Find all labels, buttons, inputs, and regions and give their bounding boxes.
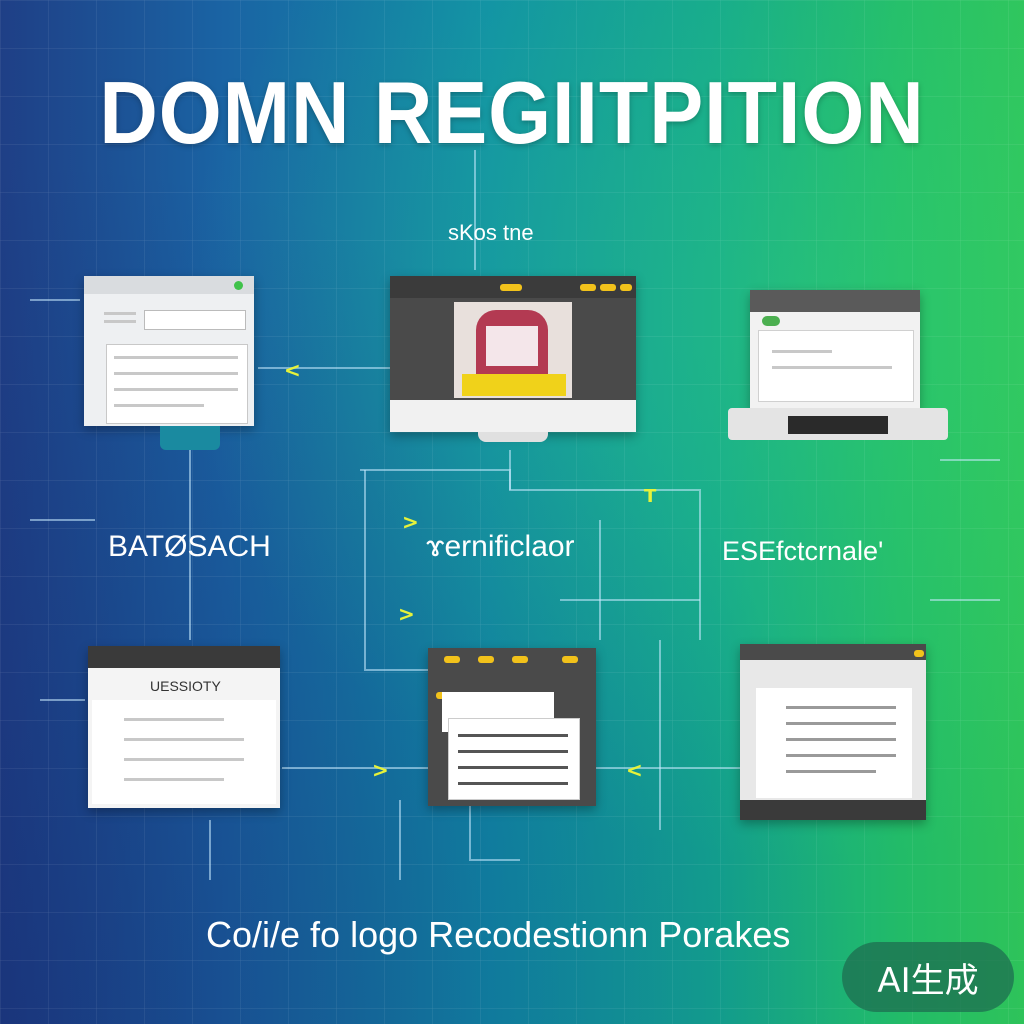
laptop-base <box>728 408 948 440</box>
document-window-bottom-left: UESSIOTY <box>88 646 280 808</box>
label-middle: ɤernificlaor <box>426 530 575 563</box>
server-base <box>160 426 220 450</box>
toggle-icon <box>762 316 780 326</box>
arrow-icon: > <box>372 758 389 782</box>
arrow-icon: > <box>402 510 419 534</box>
footer-caption: Co/i/e fo logo Recodestionn Porakes <box>206 914 791 955</box>
window-titlebar <box>84 276 254 294</box>
page-title: DOMN REGIITPITION <box>99 63 925 162</box>
ai-generated-badge: AI生成 <box>842 942 1014 1012</box>
arrow-icon: < <box>626 758 643 782</box>
document-window-bottom-right <box>740 644 926 820</box>
status-dot-icon <box>234 281 243 290</box>
label-left: BATØSACH <box>108 530 271 563</box>
label-right: ESEfctcrnale' <box>722 536 884 566</box>
panel-heading: UESSIOTY <box>150 678 221 694</box>
editor-window-bottom-middle <box>428 648 596 806</box>
monitor-top-middle <box>390 276 636 432</box>
arrow-icon: T <box>644 486 657 507</box>
subtitle: sKos tne <box>448 220 534 245</box>
arrow-icon: > <box>398 602 415 626</box>
laptop-top-right <box>750 290 920 408</box>
arrow-icon: < <box>284 358 301 382</box>
form-window-top-left <box>84 276 254 426</box>
monitor-stand <box>478 432 548 442</box>
